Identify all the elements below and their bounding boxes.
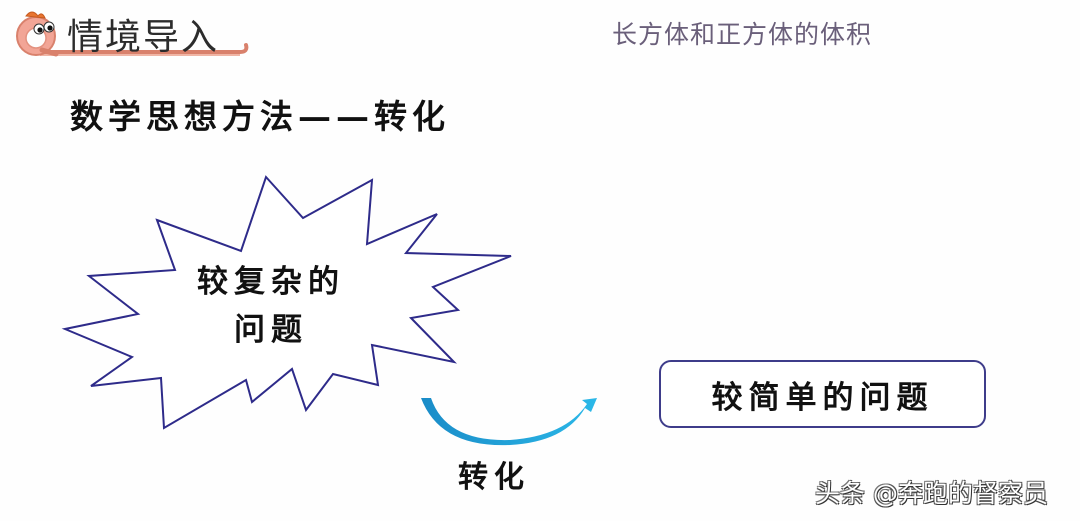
lesson-title: 长方体和正方体的体积 bbox=[612, 20, 873, 49]
section-title: 情境导入 bbox=[67, 17, 220, 58]
transform-label: 转化 bbox=[458, 460, 530, 495]
simple-problem-box: 较简单的问题 bbox=[659, 360, 986, 428]
simple-problem-text: 较简单的问题 bbox=[711, 379, 934, 416]
complex-problem-text: 较复杂的 问题 bbox=[176, 258, 366, 354]
page-heading: 数学思想方法——转化 bbox=[70, 97, 450, 136]
complex-problem-line1: 较复杂的 bbox=[197, 264, 345, 300]
q-mascot-icon bbox=[16, 11, 59, 57]
watermark: 头条 @奔跑的督察员 bbox=[815, 479, 1048, 508]
complex-problem-line2: 问题 bbox=[234, 312, 308, 348]
header-underline-decoration bbox=[38, 43, 249, 56]
section-header: 情境导入 bbox=[12, 2, 249, 60]
